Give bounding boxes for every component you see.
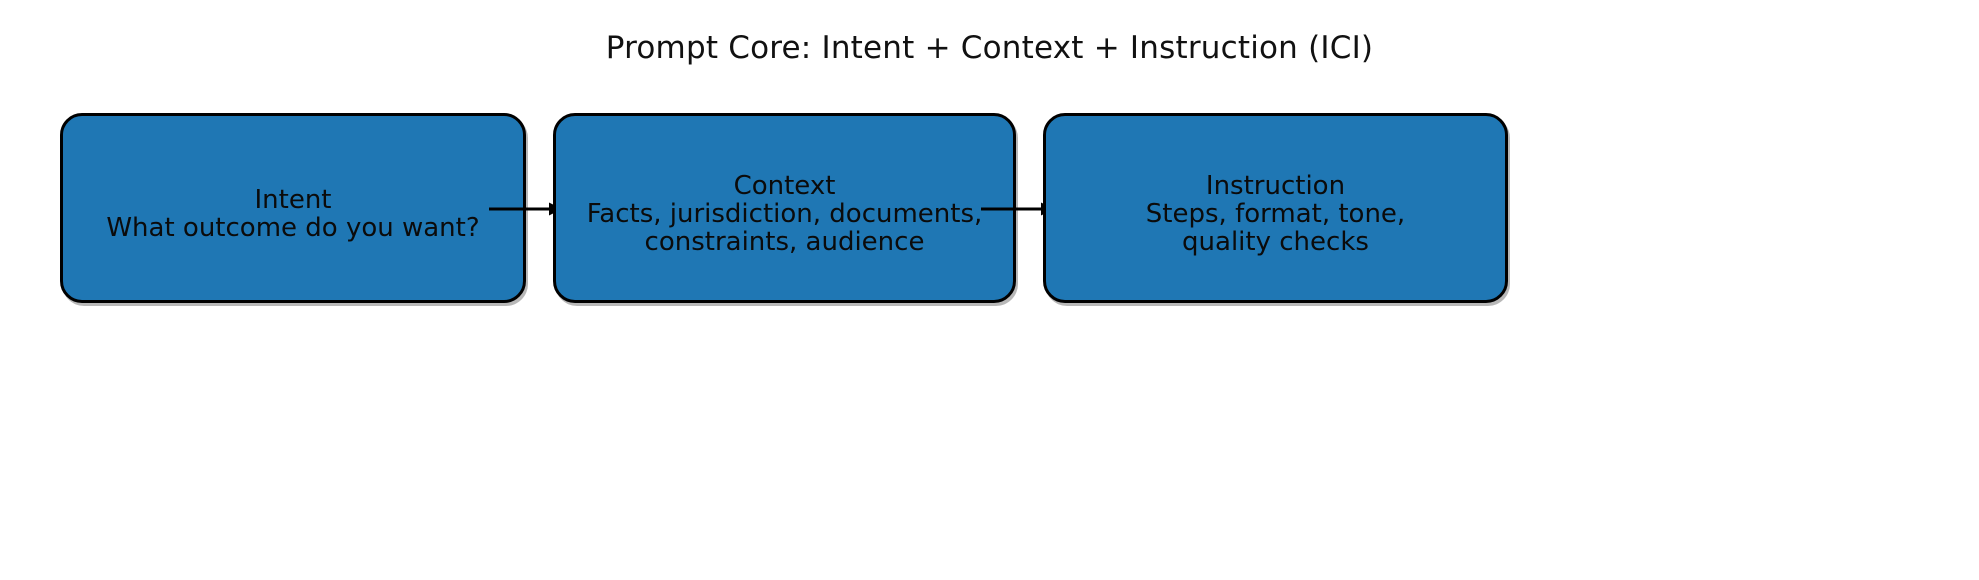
node-context-label: Context Facts, jurisdiction, documents, … [586,170,983,258]
page-title: Prompt Core: Intent + Context + Instruct… [605,30,1374,66]
node-context[interactable]: Context Facts, jurisdiction, documents, … [553,113,1016,303]
node-instruction[interactable]: Instruction Steps, format, tone, quality… [1043,113,1508,303]
node-intent[interactable]: Intent What outcome do you want? [60,113,526,303]
node-instruction-label: Instruction Steps, format, tone, quality… [1145,170,1406,258]
node-intent-label: Intent What outcome do you want? [106,184,480,243]
